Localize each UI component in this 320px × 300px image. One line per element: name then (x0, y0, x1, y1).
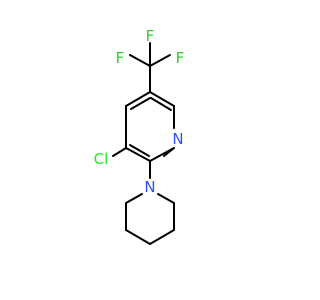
atom-label-n-pyridine: N (172, 130, 183, 148)
bond-n1-c2-a (149, 147, 175, 162)
trifluoromethyl-bonds (129, 42, 171, 93)
bond-c2-c3 (125, 147, 151, 162)
bond-c4-c5 (125, 91, 151, 107)
substituent-bonds (112, 147, 151, 179)
pyridine-ring-bonds (125, 91, 175, 162)
atom-label-n-piperidine: N (144, 178, 155, 196)
bond-cf3-f-left (129, 54, 151, 67)
atom-label-f-top: F (146, 27, 155, 45)
bond-c6-c6-inner (150, 97, 172, 111)
atom-label-f-left: F (116, 49, 125, 67)
bond-c5-c6 (149, 91, 175, 107)
piperidine-ring-bonds (125, 193, 175, 245)
atom-label-cl: Cl (94, 150, 109, 168)
atom-label-f-right: F (176, 49, 185, 67)
bond-cf3-f-right (149, 54, 171, 67)
molecule-structure: F F F N Cl N (94, 27, 185, 245)
bond-pip-c4-c5 (125, 229, 151, 245)
bond-pip-c6-n (125, 193, 143, 204)
bond-c3-cl (112, 147, 127, 157)
bond-c2-c3-inner (129, 144, 150, 157)
bond-c5-c4-inner (130, 97, 151, 110)
bond-pip-c3-c4 (149, 229, 175, 245)
bond-pip-n-c2 (157, 193, 175, 204)
